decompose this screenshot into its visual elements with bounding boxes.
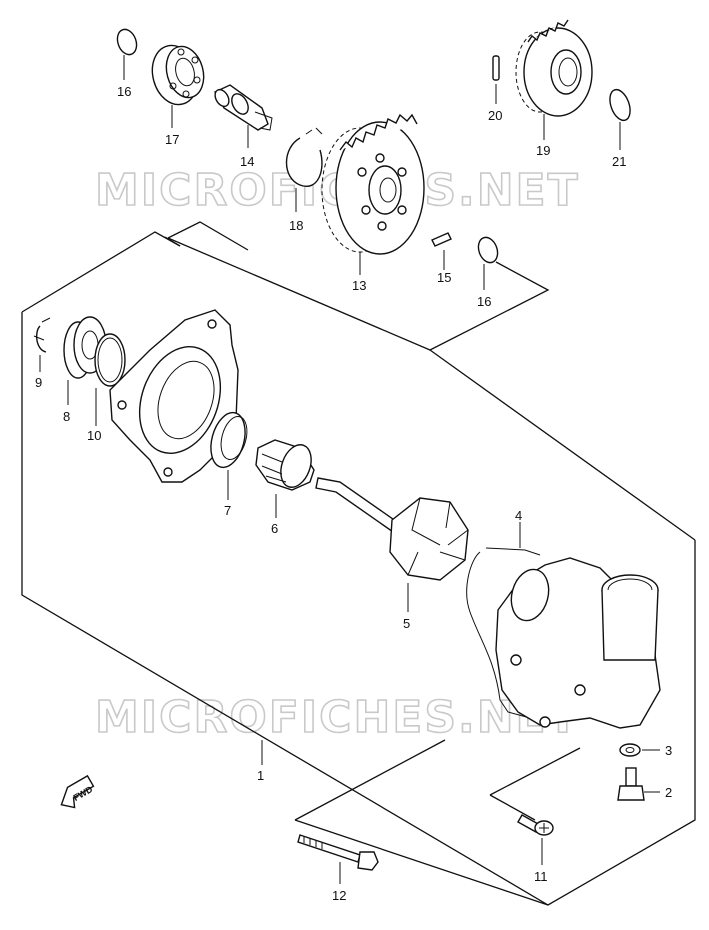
callout-6: 6	[271, 521, 278, 536]
callout-8: 8	[63, 409, 70, 424]
circlip-18	[285, 127, 323, 212]
screw-11	[517, 814, 554, 865]
mechanical-seal-6	[255, 439, 315, 518]
bearing-17	[151, 44, 205, 128]
seal-ring-7	[210, 411, 248, 500]
pump-cover	[495, 557, 661, 729]
callout-14: 14	[240, 154, 254, 169]
impeller-shaft-5	[315, 477, 469, 612]
callout-5: 5	[403, 616, 410, 631]
gear-13	[321, 113, 425, 275]
callout-7: 7	[224, 503, 231, 518]
callout-11: 11	[534, 869, 548, 884]
callout-2: 2	[665, 785, 672, 800]
pin-20	[492, 55, 500, 104]
callout-17: 17	[165, 132, 179, 147]
circlip-21	[609, 88, 631, 150]
circlip-16-top	[116, 28, 138, 80]
gear-19	[515, 19, 593, 140]
callout-9: 9	[35, 375, 42, 390]
callout-12: 12	[332, 888, 346, 903]
callout-18: 18	[289, 218, 303, 233]
callout-16-top: 16	[117, 84, 131, 99]
callout-15: 15	[437, 270, 451, 285]
snap-ring-9	[33, 317, 51, 372]
watermark-bottom: MICROFICHES.NET	[95, 692, 580, 743]
fwd-arrow-icon: FWD	[60, 774, 95, 809]
shaft-14	[214, 84, 273, 148]
washer-3	[619, 743, 660, 757]
callout-3: 3	[665, 743, 672, 758]
callout-16-bottom: 16	[477, 294, 491, 309]
assembly-frame-1	[21, 221, 696, 906]
callout-21: 21	[612, 154, 626, 169]
callout-20: 20	[488, 108, 502, 123]
circlip-16-bottom	[477, 236, 499, 290]
o-ring-10	[94, 333, 126, 426]
callout-1: 1	[257, 768, 264, 783]
bolt-12	[297, 834, 379, 884]
pump-housing	[109, 309, 239, 483]
gasket-4	[466, 522, 541, 719]
pin-15	[431, 232, 452, 270]
callout-4: 4	[515, 508, 522, 523]
callout-13: 13	[352, 278, 366, 293]
callout-10: 10	[87, 428, 101, 443]
bolt-2	[617, 767, 660, 801]
callout-19: 19	[536, 143, 550, 158]
